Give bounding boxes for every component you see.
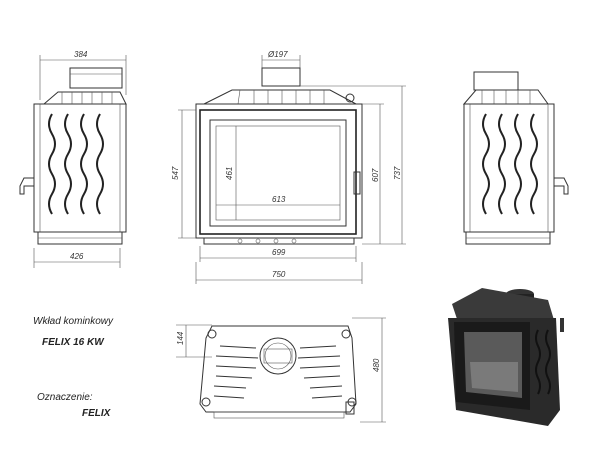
dim-750: 750 (272, 270, 286, 279)
front-view: Ø197 461 613 (171, 50, 406, 284)
marking-label: Oznaczenie: (37, 392, 93, 403)
top-view: 144 480 (176, 317, 386, 423)
dim-461: 461 (225, 167, 234, 180)
dim-flue-diameter: Ø197 (267, 50, 288, 59)
right-side-view (462, 71, 569, 245)
dim-737: 737 (393, 166, 402, 180)
dim-699: 699 (272, 248, 286, 257)
product-name: FELIX 16 KW (42, 337, 104, 348)
dim-607: 607 (371, 168, 380, 182)
dim-613: 613 (272, 195, 286, 204)
dim-480: 480 (372, 358, 381, 372)
dim-144: 144 (176, 331, 185, 345)
marking-value: FELIX (82, 408, 111, 419)
dim-547: 547 (171, 166, 180, 180)
dim-384: 384 (74, 50, 88, 59)
fireplace-3d-render (448, 288, 564, 426)
product-label: Wkład kominkowy (33, 316, 114, 327)
dim-426: 426 (70, 252, 84, 261)
left-side-view: 384 426 (19, 50, 127, 268)
